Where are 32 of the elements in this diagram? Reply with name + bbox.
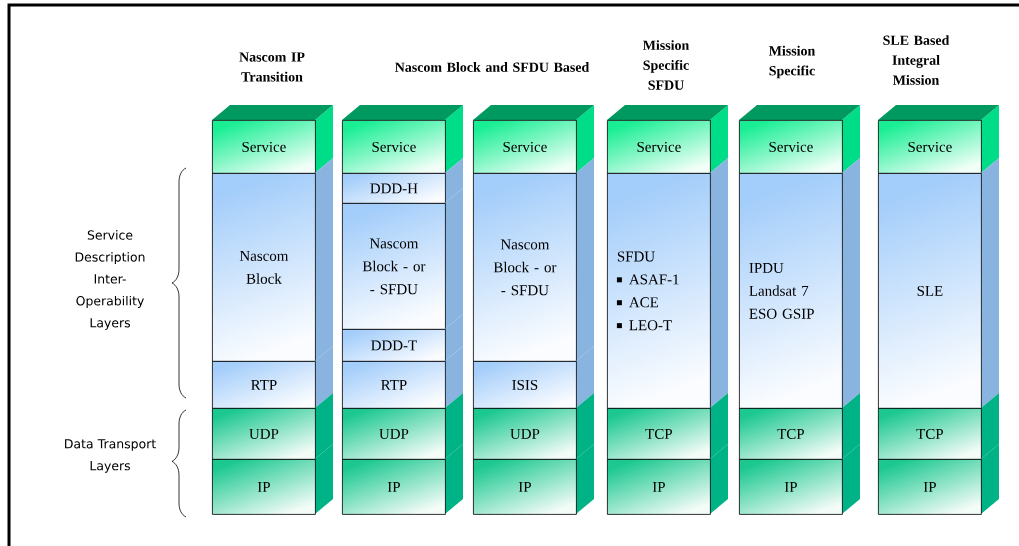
protocol-layer-block: Service — [607, 105, 728, 174]
protocol-layer-block: UDP — [212, 393, 333, 460]
protocol-layer-block: DDD-T — [342, 314, 463, 362]
protocol-layer-block: IP — [342, 444, 463, 515]
protocol-layer-block: DDD-H — [342, 158, 463, 204]
protocol-layer-block: Service — [473, 105, 594, 174]
protocol-layer-block: IP — [473, 444, 594, 515]
protocol-layer-block: Service — [342, 105, 463, 174]
protocol-layer-block: TCP — [878, 393, 999, 460]
protocol-layer-block: ISIS — [473, 346, 594, 409]
protocol-layer-block: IP — [878, 444, 999, 515]
protocol-layer-block: RTP — [212, 346, 333, 409]
protocol-layer-block: TCP — [739, 393, 860, 460]
brace-label: Data Transport Layers — [65, 439, 156, 473]
protocol-layer-block: Service — [878, 105, 999, 174]
column-heading: Mission Specific SFDU — [643, 40, 690, 90]
protocol-layer-block: IPDU Landsat 7 ESO GSIP — [739, 158, 860, 409]
column-heading: Nascom Block and SFDU Based — [395, 62, 590, 72]
protocol-layer-block: Service — [739, 105, 860, 174]
protocol-layer-block: IP — [212, 444, 333, 515]
protocol-layer-block: SFDU ASAF-1 ACE LEO-T — [607, 158, 728, 409]
protocol-layer-block: TCP — [607, 393, 728, 460]
protocol-layer-block: Service — [212, 105, 333, 174]
protocol-layer-block: SLE — [878, 158, 999, 409]
column-heading: SLE Based Integral Mission — [883, 35, 950, 85]
protocol-layer-block: Nascom Block — [212, 158, 333, 362]
protocol-layer-block: UDP — [473, 393, 594, 460]
protocol-layer-block: IP — [739, 444, 860, 515]
protocol-layer-block: Nascom Block - or - SFDU — [473, 158, 594, 362]
protocol-layer-block: UDP — [342, 393, 463, 460]
column-heading: Nascom IP Transition — [239, 52, 305, 82]
protocol-layer-block: IP — [607, 444, 728, 515]
